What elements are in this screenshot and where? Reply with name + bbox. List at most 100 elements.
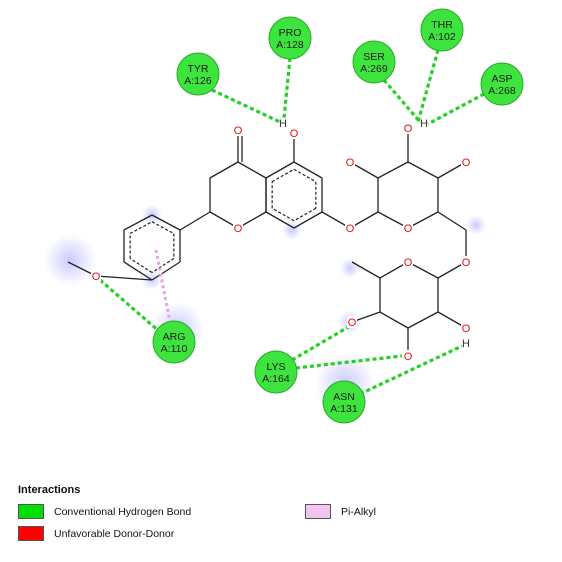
solvent-glow	[466, 215, 486, 235]
pi-alkyl-line	[154, 249, 172, 323]
hbond-line	[416, 49, 440, 123]
bond	[265, 161, 295, 179]
legend: Interactions Conventional Hydrogen Bond …	[0, 478, 562, 562]
oxygen-atom: O	[234, 223, 243, 235]
bond	[407, 161, 439, 179]
bond	[209, 161, 239, 179]
oxygen-atom: O	[462, 157, 471, 169]
oxygen-atom: O	[348, 317, 357, 329]
residue-disc	[480, 62, 524, 106]
oxygen-atom: O	[234, 125, 243, 137]
oxygen-atom-bg	[403, 222, 413, 234]
aromatic-bond	[129, 257, 153, 274]
oxygen-atom: O	[462, 257, 471, 269]
bond	[293, 211, 323, 229]
oxygen-atom-bg	[345, 222, 355, 234]
residue-disc	[420, 8, 464, 52]
oxygen-atom-bg	[91, 270, 101, 282]
legend-label-hydrogen-bond: Conventional Hydrogen Bond	[54, 505, 192, 518]
bond	[379, 311, 409, 329]
oxygen-atom-bg	[403, 350, 413, 362]
hbond-line	[211, 88, 281, 124]
oxygen-atom-bg	[403, 256, 413, 268]
residue-name: TYR	[188, 63, 209, 75]
residue-disc	[352, 40, 396, 84]
residue-name: LYS	[266, 361, 285, 373]
oxygen-atom-bg	[233, 124, 243, 136]
hbond-line	[291, 324, 351, 362]
residue-name: THR	[431, 19, 453, 31]
legend-item-pi-alkyl: Pi-Alkyl	[305, 504, 376, 519]
oxygen-atom-bg	[289, 127, 299, 139]
hbond-line	[282, 57, 292, 119]
legend-swatch-donor-donor	[18, 526, 44, 541]
oxygen-atom: O	[404, 123, 413, 135]
residue-disc	[322, 380, 366, 424]
aromatic-bond	[129, 221, 153, 235]
aromatic-bond	[271, 207, 295, 222]
bond	[437, 211, 467, 231]
bond	[351, 261, 381, 279]
residue-chain: A:131	[330, 403, 358, 415]
oxygen-atom: O	[346, 223, 355, 235]
hbond-line	[382, 78, 422, 124]
residue-chain: A:126	[184, 75, 212, 87]
hbond-line	[359, 344, 463, 396]
solvent-glow	[44, 234, 96, 286]
bond	[179, 211, 211, 231]
residue-chain: A:269	[360, 63, 388, 75]
residue-disc	[254, 350, 298, 394]
hydrogen-atom: H	[420, 118, 428, 130]
legend-title: Interactions	[18, 484, 81, 496]
residue-chain: A:102	[428, 31, 456, 43]
oxygen-atom: O	[404, 223, 413, 235]
oxygen-atom-bg	[461, 322, 471, 334]
legend-item-hydrogen-bond: Conventional Hydrogen Bond	[18, 504, 191, 519]
residue-name: ASP	[491, 73, 512, 85]
oxygen-atom: O	[404, 351, 413, 363]
oxygen-atom: O	[462, 323, 471, 335]
bond	[151, 261, 181, 281]
bond	[237, 161, 267, 179]
legend-swatch-pi-alkyl	[305, 504, 331, 519]
residue-disc	[152, 320, 196, 364]
interaction-lines	[98, 49, 485, 396]
residue-chain: A:128	[276, 39, 304, 51]
residue-chain: A:164	[262, 373, 290, 385]
bond	[377, 161, 409, 179]
bond	[95, 275, 153, 281]
hydrogen-atom: H	[462, 338, 470, 350]
oxygen-atom: O	[404, 257, 413, 269]
oxygen-atom-bg	[233, 222, 243, 234]
hbond-line	[427, 92, 485, 126]
legend-swatch-hydrogen-bond	[18, 504, 44, 519]
residue-name: PRO	[279, 27, 302, 39]
molecule-bonds	[67, 128, 467, 356]
bond	[123, 214, 153, 231]
residue-disc	[268, 16, 312, 60]
oxygen-atom-bg	[403, 122, 413, 134]
aromatic-bond	[271, 168, 295, 183]
bond	[151, 214, 181, 231]
aromatic-bond	[293, 207, 317, 222]
oxygen-atom-bg	[347, 316, 357, 328]
oxygen-atom-bg	[461, 256, 471, 268]
solvent-glow	[340, 258, 360, 278]
oxygen-atom-bg	[461, 156, 471, 168]
aromatic-bond	[293, 168, 317, 183]
residue-name: SER	[363, 51, 385, 63]
bond	[123, 261, 153, 281]
residue-chain: A:110	[161, 343, 188, 355]
oxygen-atom-bg	[345, 156, 355, 168]
bond	[293, 161, 323, 179]
oxygen-atom: O	[346, 157, 355, 169]
